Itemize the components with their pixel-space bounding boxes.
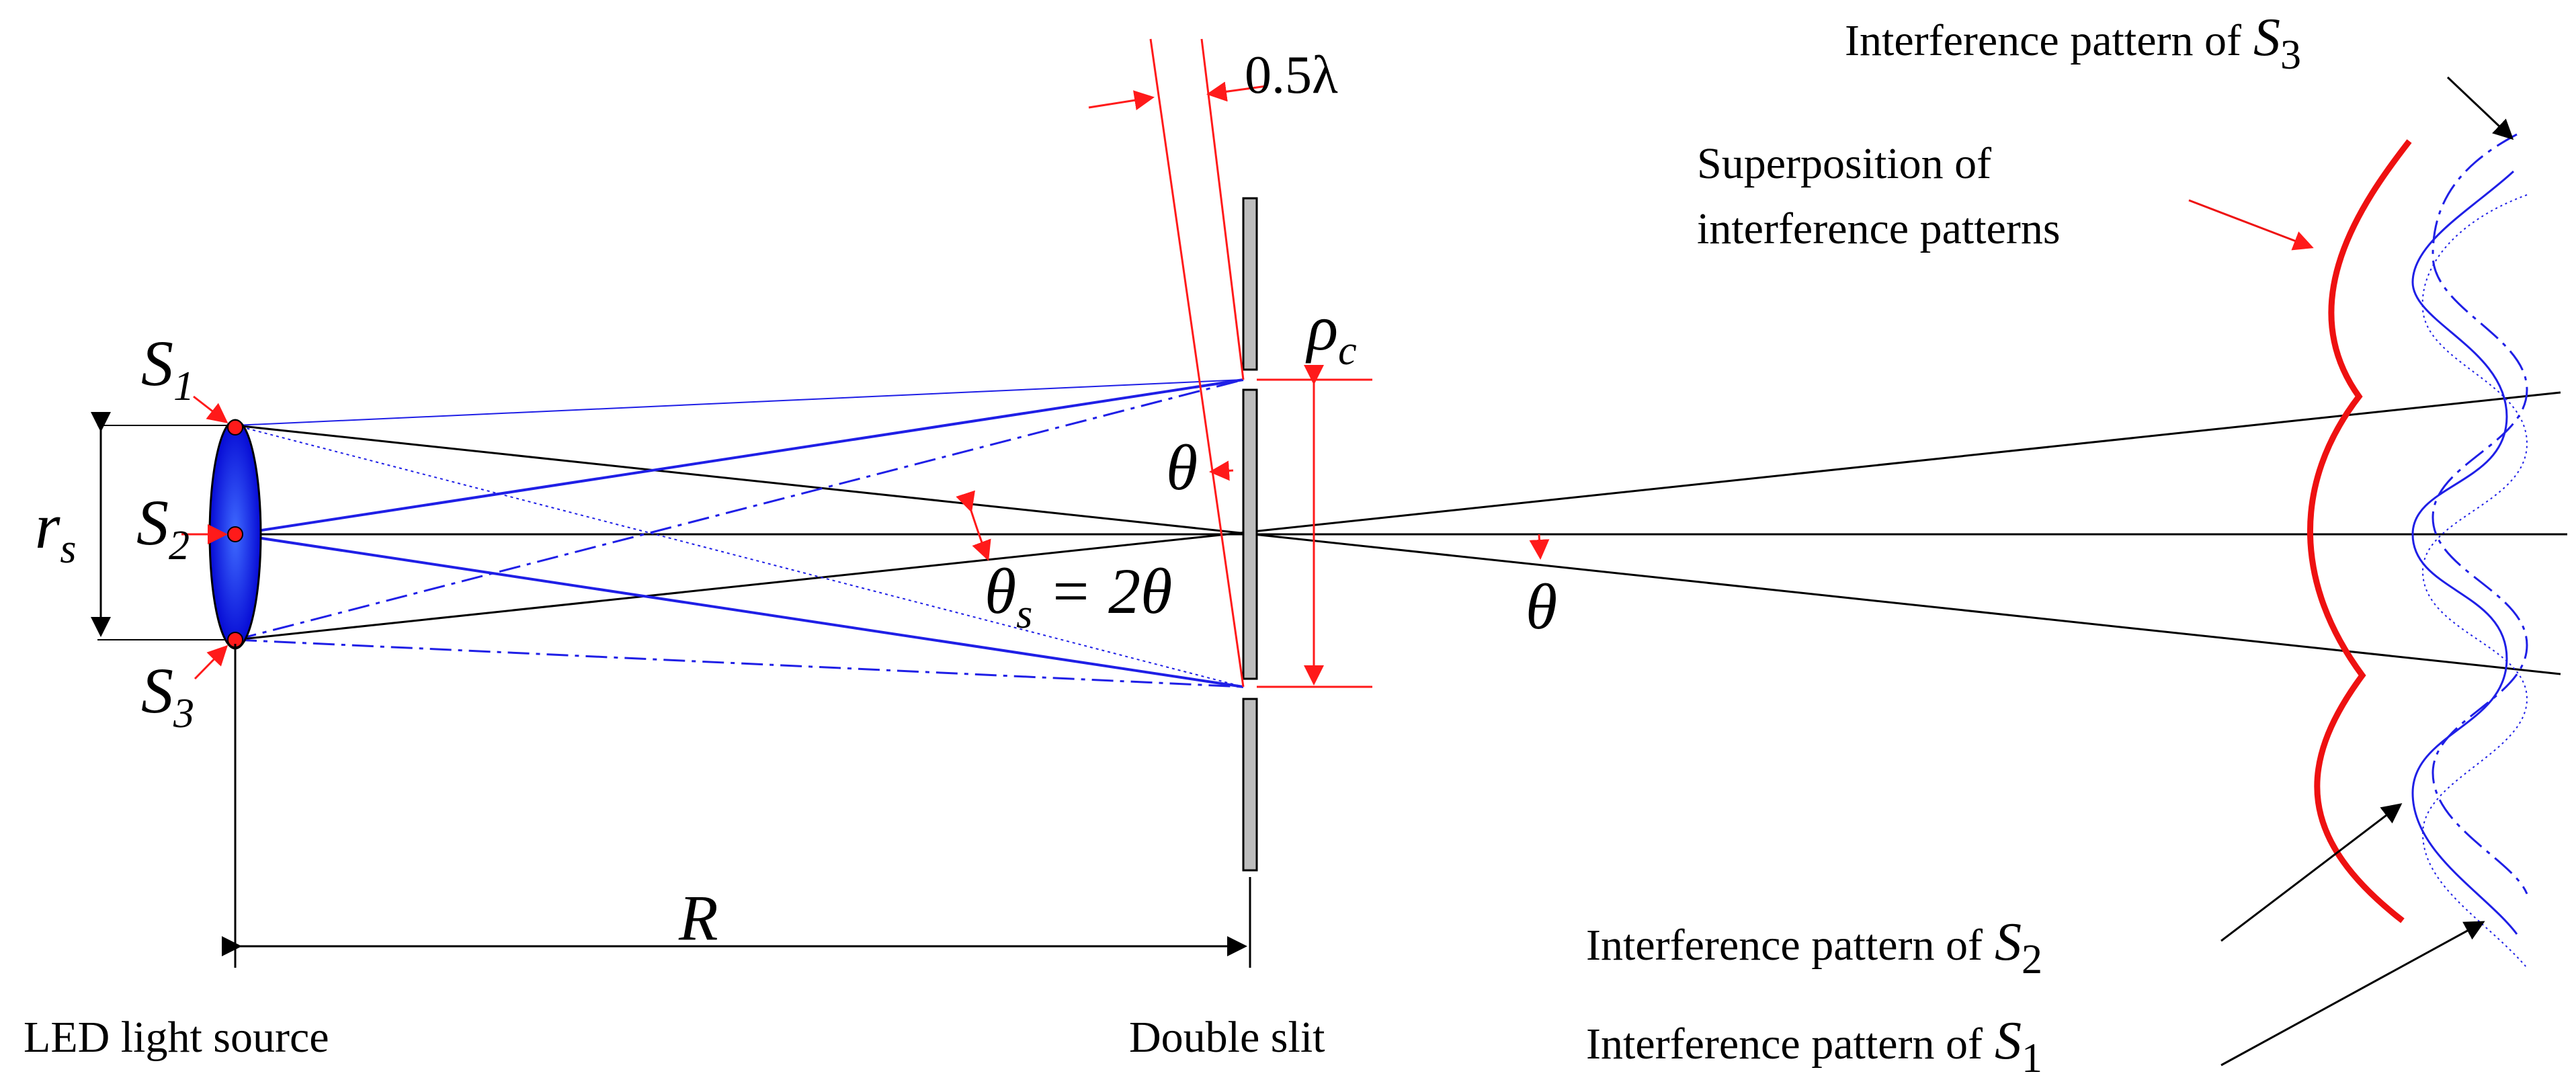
path-difference-lines xyxy=(1088,38,1268,688)
pointer-s1 xyxy=(2220,921,2485,1067)
label-superposition: Superposition of interference patterns xyxy=(1697,139,2061,253)
label-s3: S3 xyxy=(141,655,194,737)
label-half-lambda: 0.5λ xyxy=(1245,46,1338,105)
source-point-s1 xyxy=(227,419,243,435)
theta-right-arc xyxy=(1529,534,1550,560)
label-rho: ρc xyxy=(1305,292,1357,374)
principal-rays xyxy=(97,391,2561,675)
label-s1: S1 xyxy=(141,327,194,409)
label-theta-slit: θ xyxy=(1166,431,1198,503)
superposition-curve xyxy=(2307,139,2412,923)
label-led-source: LED light source xyxy=(24,1013,329,1062)
source-point-s2 xyxy=(227,526,243,542)
pattern-curve-s1 xyxy=(2421,194,2528,968)
pattern-curve-s3 xyxy=(2432,133,2528,894)
source-rays xyxy=(235,378,1244,688)
theta-slit-arc xyxy=(1209,460,1234,481)
pattern-curve-s2 xyxy=(2411,170,2518,935)
label-theta-s: θs = 2θ xyxy=(985,555,1172,637)
pointer-s3 xyxy=(2446,76,2514,140)
label-rs: rs xyxy=(35,490,77,572)
label-double-slit: Double slit xyxy=(1129,1013,1325,1062)
label-s2: S2 xyxy=(136,487,190,569)
theta-s-arc xyxy=(956,490,991,561)
pointer-s2 xyxy=(2220,803,2403,942)
label-R: R xyxy=(678,882,718,954)
rho-dimension xyxy=(1257,365,1372,688)
double-slit-plate xyxy=(1242,197,1258,872)
pointer-superposition xyxy=(2188,199,2314,251)
source-pointer-arrows xyxy=(181,395,228,680)
label-theta-right: θ xyxy=(1526,571,1557,642)
